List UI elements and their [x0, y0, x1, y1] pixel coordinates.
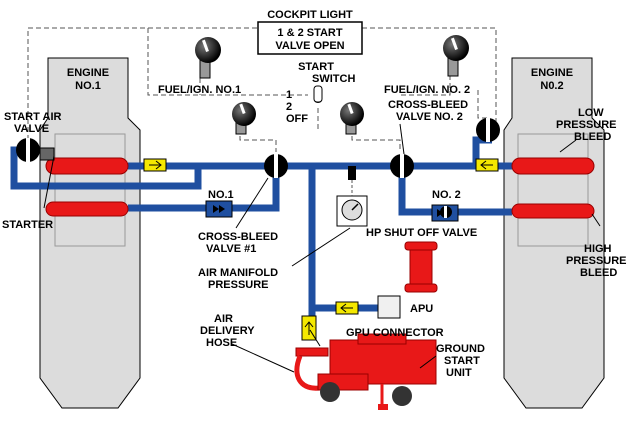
- engine-2-bleed-ports: [511, 157, 595, 219]
- switch-position-2: 2: [286, 101, 292, 113]
- apu-label: APU: [410, 303, 433, 315]
- ground-start-label-3: UNIT: [446, 367, 472, 379]
- crossbleed-valve-1[interactable]: [264, 154, 288, 178]
- check-valve-2-label: NO. 2: [432, 189, 461, 201]
- control-wiring: [27, 27, 497, 152]
- start-switch-label-2: SWITCH: [312, 73, 355, 85]
- crossbleed-1-label-1: CROSS-BLEED: [198, 231, 278, 243]
- start-switch-toggle[interactable]: [313, 85, 323, 103]
- crossbleed-valve-2[interactable]: [390, 154, 414, 178]
- crossbleed-2-label-1: CROSS-BLEED: [388, 99, 468, 111]
- engine-1-label-2: NO.1: [75, 80, 101, 92]
- switch-position-off: OFF: [286, 113, 308, 125]
- valve-open-light-text-2: VALVE OPEN: [275, 40, 344, 52]
- engine-1-nacelle: [39, 57, 141, 409]
- start-air-valve-1[interactable]: [16, 138, 40, 162]
- crossbleed-2-label-2: VALVE NO. 2: [396, 111, 463, 123]
- ground-start-unit: [317, 333, 437, 410]
- flow-arrows: [143, 158, 499, 341]
- labels: COCKPIT LIGHT 1 & 2 START VALVE OPEN ENG…: [2, 9, 627, 379]
- high-pressure-label-1: HIGH: [584, 243, 612, 255]
- cockpit-light-label: COCKPIT LIGHT: [267, 9, 353, 21]
- crossbleed-1-knob[interactable]: [232, 102, 256, 135]
- ground-start-label-1: GROUND: [436, 343, 485, 355]
- apu-unit: [377, 241, 438, 319]
- low-pressure-label-3: BLEED: [574, 131, 611, 143]
- starter-label: STARTER: [2, 219, 53, 231]
- engine-2-label-1: ENGINE: [531, 67, 573, 79]
- engine-1-core: [54, 133, 126, 247]
- fuel-ign-2-knob[interactable]: [443, 35, 469, 77]
- start-air-valve-label-2: VALVE: [14, 123, 49, 135]
- engine-1-bleed-ports: [45, 157, 129, 217]
- valve-open-light-text-1: 1 & 2 START: [277, 27, 342, 39]
- check-valve-1: [205, 200, 233, 218]
- gpu-connector: [295, 347, 329, 357]
- start-valve-open-light: [257, 21, 363, 55]
- start-air-valve-label-1: START AIR: [4, 111, 61, 123]
- hp-shutoff-valve[interactable]: [440, 206, 452, 218]
- hose-label-2: DELIVERY: [200, 325, 255, 337]
- hose-label-1: AIR: [214, 313, 233, 325]
- pointer-lines: [43, 123, 601, 373]
- hp-shutoff-label: HP SHUT OFF VALVE: [366, 227, 477, 239]
- starter: [39, 147, 55, 161]
- fuel-ign-1-knob[interactable]: [195, 37, 221, 79]
- high-pressure-label-3: BLEED: [580, 267, 617, 279]
- fuel-ign-1-label: FUEL/IGN. NO.1: [158, 84, 241, 96]
- check-valve-1-label: NO.1: [208, 189, 234, 201]
- engine-1-label-1: ENGINE: [67, 67, 109, 79]
- crossbleed-2-knob[interactable]: [340, 102, 364, 135]
- fuel-ign-2-label: FUEL/IGN. NO. 2: [384, 84, 470, 96]
- low-pressure-label-1: LOW: [578, 107, 604, 119]
- start-switch-label-1: START: [298, 61, 334, 73]
- high-pressure-label-2: PRESSURE: [566, 255, 627, 267]
- hose-label-3: HOSE: [206, 337, 237, 349]
- switch-position-1: 1: [286, 89, 292, 101]
- engine-2-core: [517, 133, 589, 247]
- engine-2-nacelle: [503, 57, 605, 409]
- manifold-pressure-gauge: [336, 166, 368, 227]
- crossbleed-1-label-2: VALVE #1: [206, 243, 256, 255]
- gpu-connector-label: GPU CONNECTOR: [346, 327, 444, 339]
- ground-start-label-2: START: [444, 355, 480, 367]
- engine-2-label-2: N0.2: [540, 80, 563, 92]
- check-valve-2: [431, 204, 459, 222]
- manifold-pressure-label-2: PRESSURE: [208, 279, 269, 291]
- start-air-valve-2[interactable]: [476, 118, 500, 142]
- manifold-pressure-label-1: AIR MANIFOLD: [198, 267, 278, 279]
- low-pressure-label-2: PRESSURE: [556, 119, 617, 131]
